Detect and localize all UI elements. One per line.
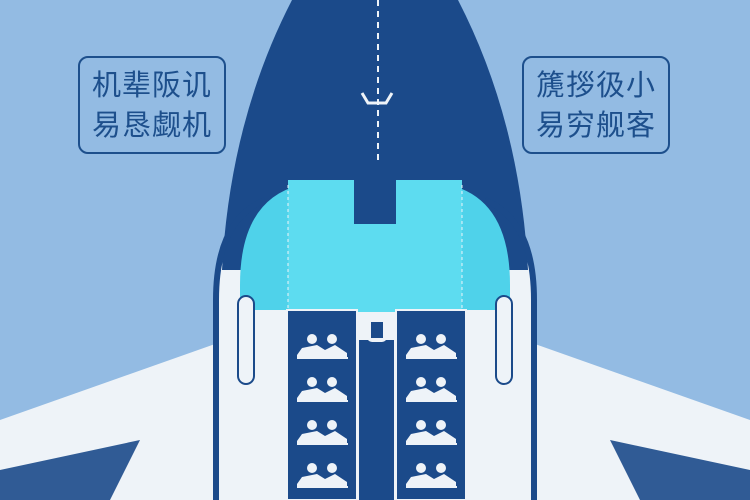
seat-pair <box>297 334 348 359</box>
right-label-line2: 易穷舰客 <box>535 108 656 142</box>
seat-pair <box>406 377 457 402</box>
seat-pair <box>297 420 348 445</box>
right-label-box: 篪拶彶小 易穷舰客 <box>522 56 670 154</box>
left-label-line1: 机辈阪讥 <box>91 68 212 102</box>
seat-pair <box>406 420 457 445</box>
left-label-line2: 易恳觑机 <box>91 108 212 142</box>
aisle <box>359 340 394 500</box>
left-wing-stripe <box>0 440 140 500</box>
fuselage-outline-left <box>213 197 267 500</box>
seat-pair <box>297 377 348 402</box>
right-label-line1: 篪拶彶小 <box>535 68 656 102</box>
seat-block-left <box>286 309 358 500</box>
fuselage-outline-right <box>483 197 537 500</box>
seat-block-right <box>395 309 467 500</box>
seat-pair <box>406 463 457 488</box>
seat-pair <box>406 334 457 359</box>
cockpit-notch <box>354 172 396 224</box>
window-left <box>237 295 255 385</box>
window-right <box>495 295 513 385</box>
seat-pair <box>297 463 348 488</box>
chevron-icon <box>360 92 394 105</box>
passenger-seats <box>297 334 457 488</box>
right-wing-stripe <box>610 440 750 500</box>
left-label-box: 机辈阪讥 易恳觑机 <box>78 56 226 154</box>
